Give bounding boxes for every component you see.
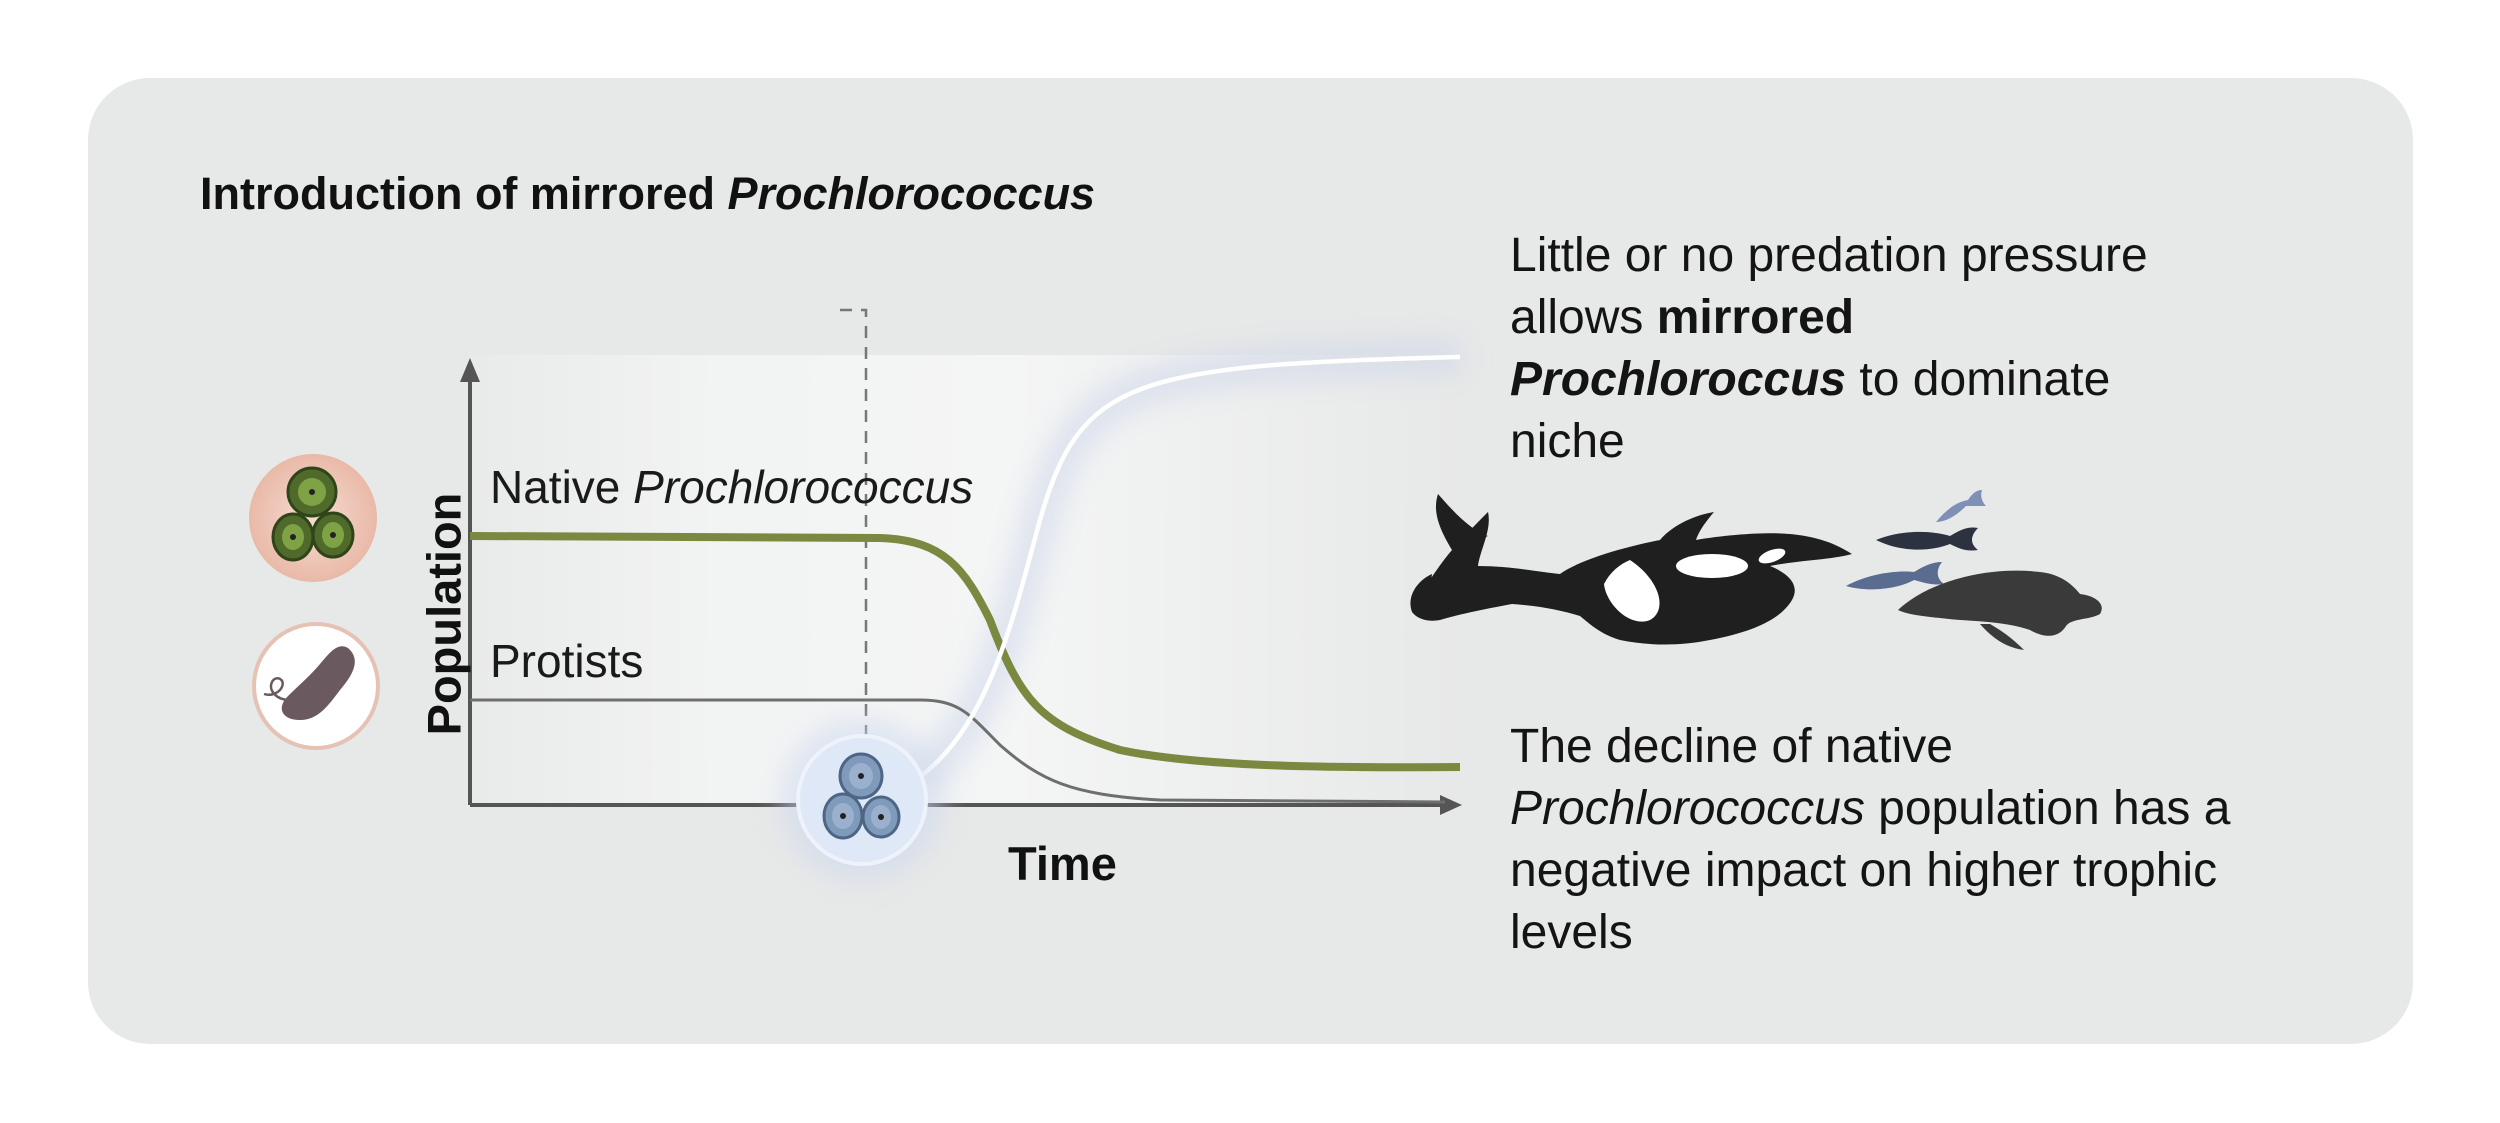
mirrored-prochlorococcus-curve	[913, 354, 1461, 782]
mirrored-cells-icon	[782, 720, 942, 880]
y-axis-arrow-icon	[460, 358, 480, 382]
orca-icon	[1410, 494, 1852, 645]
protists-label: Protists	[490, 635, 644, 687]
introduction-marker	[840, 308, 868, 740]
predation-note: Little or no predation pressure allows m…	[1510, 229, 2148, 468]
y-axis-label: Population	[417, 492, 471, 736]
x-axis-arrow-icon	[1440, 795, 1462, 815]
sea-lion-icon	[1898, 570, 2102, 650]
native-prochlorococcus-label: Native Prochlorococcus	[490, 461, 974, 513]
protist-curve	[470, 698, 1446, 804]
x-axis-label: Time	[1008, 837, 1117, 890]
fish-icon	[1846, 490, 1986, 590]
decline-note: The decline of native Prochlorococcus po…	[1510, 720, 2231, 959]
figure-title: Introduction of mirrored Prochlorococcus	[200, 168, 1096, 219]
prochlorococcus-cells-icon	[249, 454, 377, 582]
axes	[460, 358, 1462, 815]
native-prochlorococcus-curve	[469, 532, 1461, 772]
protist-icon	[252, 622, 380, 750]
